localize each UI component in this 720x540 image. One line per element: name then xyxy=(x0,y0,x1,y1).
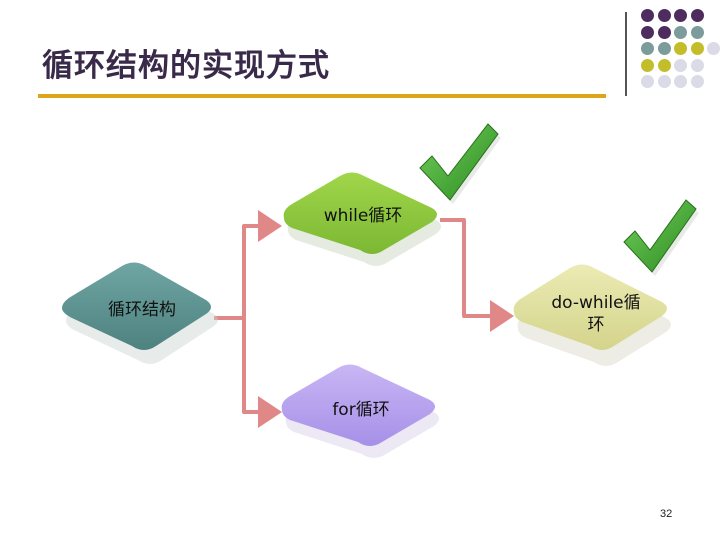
node-while xyxy=(283,172,441,266)
decorative-dot xyxy=(674,9,687,22)
decorative-dot xyxy=(690,9,704,22)
decorative-dot xyxy=(657,75,671,88)
check-mark-icon xyxy=(623,199,699,276)
decorative-dot xyxy=(674,25,687,39)
decorative-dot xyxy=(690,42,704,55)
node-for-label: for循环 xyxy=(332,400,390,420)
page-number: 32 xyxy=(660,508,673,520)
decorative-dot xyxy=(674,75,687,88)
node-root xyxy=(62,262,218,364)
decorative-dot xyxy=(674,42,687,55)
decorative-dot xyxy=(641,58,654,72)
check-mark-icon xyxy=(419,123,501,204)
node-while-label: while循环 xyxy=(323,206,403,226)
decorative-dot xyxy=(641,42,654,55)
header-divider-line xyxy=(625,12,627,96)
decorative-dot xyxy=(657,42,671,55)
decorative-dot xyxy=(657,9,671,22)
decorative-dot xyxy=(707,42,720,55)
decorative-dot xyxy=(690,25,704,39)
node-root-label: 循环结构 xyxy=(108,300,176,320)
decorative-dot xyxy=(690,58,704,72)
title-underline xyxy=(38,94,606,98)
decorative-dot xyxy=(657,58,671,72)
connector-lines xyxy=(214,210,514,428)
connector-while-to-dowhile xyxy=(440,218,514,332)
decorative-dot xyxy=(641,25,654,39)
decorative-dot xyxy=(641,75,654,88)
node-dowhile-label: do-while循 环 xyxy=(551,293,641,335)
node-dowhile xyxy=(513,264,671,366)
node-for xyxy=(281,364,439,458)
slide-title: 循环结构的实现方式 xyxy=(42,48,330,84)
connector-root-to-while xyxy=(214,210,282,320)
connector-root-to-for xyxy=(242,318,282,428)
decorative-dot xyxy=(690,75,704,88)
decorative-dot xyxy=(657,25,671,39)
decorative-dot xyxy=(641,9,654,22)
decorative-dot xyxy=(674,58,687,72)
